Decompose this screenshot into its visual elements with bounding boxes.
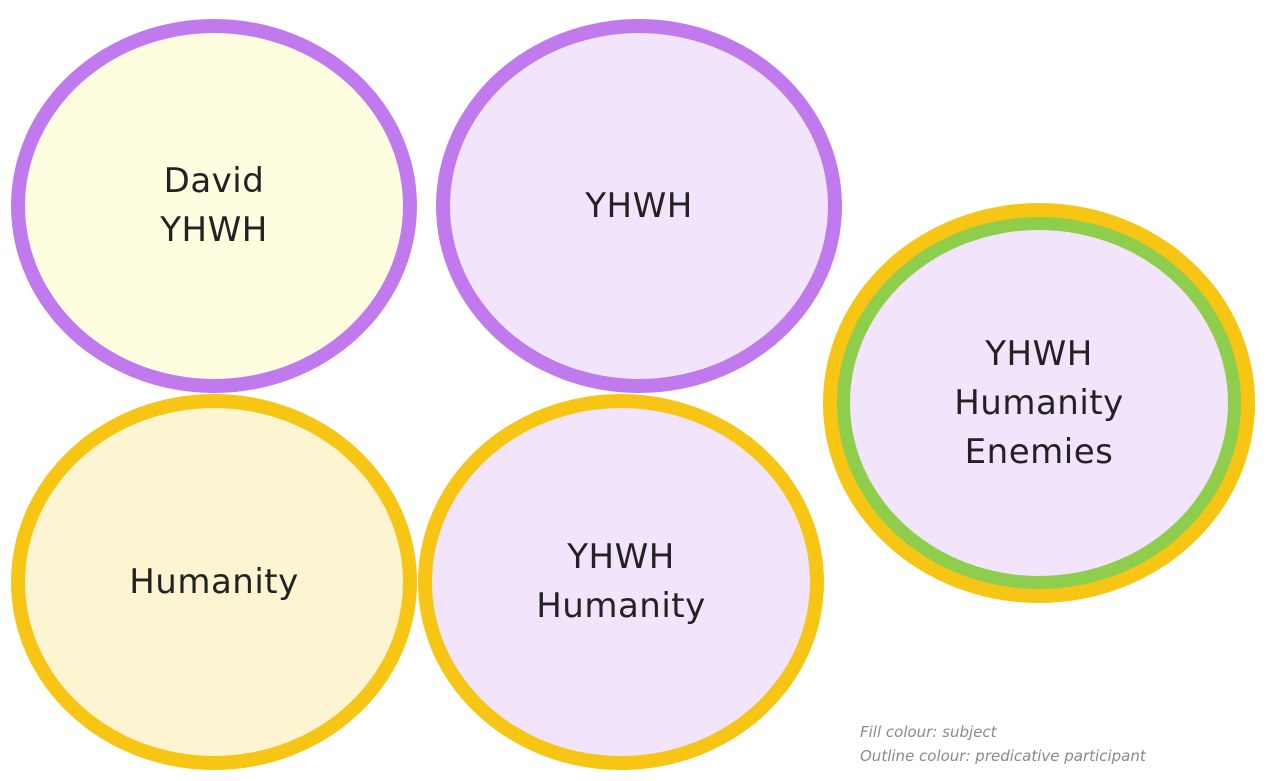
bubble-label: YHWH xyxy=(585,182,693,231)
bubble-yhwh: YHWH xyxy=(436,19,842,393)
bubble-label: Humanity xyxy=(129,558,299,607)
bubble-label: David YHWH xyxy=(160,157,268,255)
bubble-yhwh-humanity: YHWH Humanity xyxy=(418,394,824,770)
bubble-label-line: YHWH xyxy=(160,210,268,250)
legend-outline-note: Outline colour: predicative participant xyxy=(860,747,1146,765)
bubble-label-line: YHWH xyxy=(985,333,1093,374)
bubble-label-line: Humanity xyxy=(536,586,706,626)
bubble-label-line: Enemies xyxy=(964,431,1114,472)
bubble-label-line: YHWH xyxy=(567,537,675,577)
bubble-label: YHWH Humanity xyxy=(536,533,706,631)
bubble-label: YHWH Humanity Enemies xyxy=(954,330,1124,477)
legend-fill-note: Fill colour: subject xyxy=(860,723,997,741)
bubble-label-line: Humanity xyxy=(954,382,1124,423)
bubble-david-yhwh: David YHWH xyxy=(11,19,417,393)
bubble-humanity: Humanity xyxy=(11,394,417,770)
bubble-label-line: YHWH xyxy=(585,185,693,226)
bubble-yhwh-humanity-enemies: YHWH Humanity Enemies xyxy=(823,203,1255,603)
bubble-label-line: Humanity xyxy=(129,561,299,602)
bubble-label-line: David xyxy=(163,161,265,201)
bubble-inner-ring: YHWH Humanity Enemies xyxy=(837,217,1241,589)
legend: Fill colour: subject Outline colour: pre… xyxy=(860,720,1146,768)
